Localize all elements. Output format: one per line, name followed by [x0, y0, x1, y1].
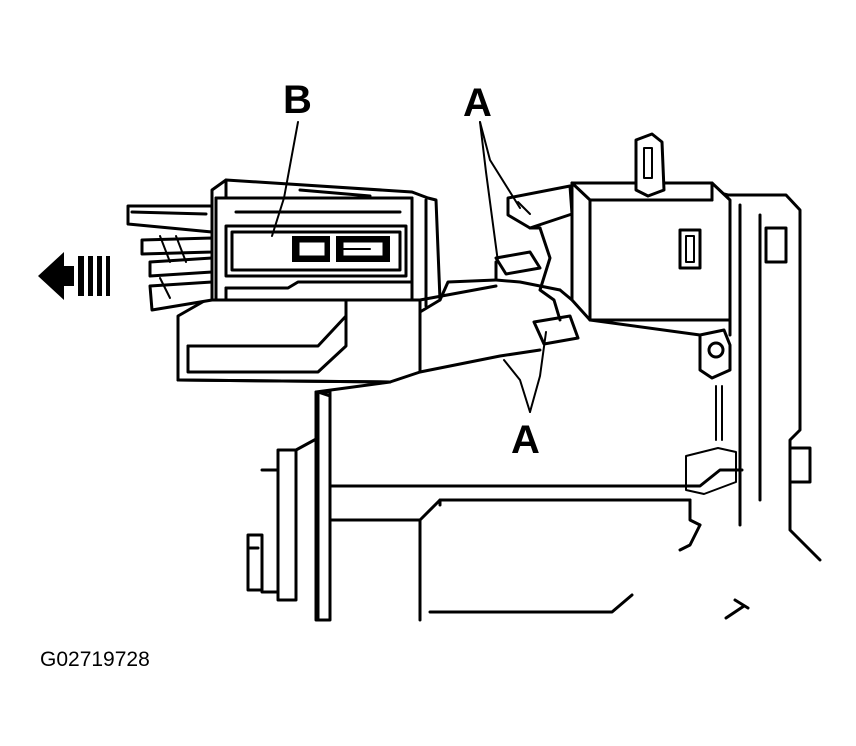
callout-a-top: A: [463, 81, 492, 125]
mounting-bracket: [494, 132, 732, 380]
leader-lines: [271, 121, 547, 413]
connector-module: [126, 178, 542, 398]
lower-housing: [246, 188, 822, 622]
callout-a-bottom: A: [511, 418, 540, 462]
callout-b: B: [283, 78, 312, 122]
figure-id: G02719728: [40, 648, 150, 671]
left-arrow-icon: [38, 252, 110, 300]
